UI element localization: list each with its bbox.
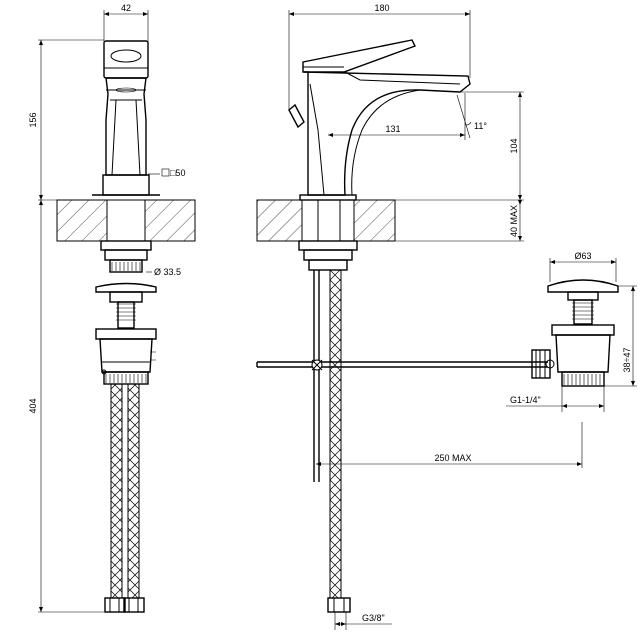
dim-thread-diameter: Ø 33.5 [154, 267, 181, 277]
front-view [38, 10, 196, 613]
dim-deck-thickness: 40 MAX [509, 205, 519, 237]
dim-waste-thread: G1-1/4" [510, 395, 541, 405]
dim-square-size: □50 [170, 168, 185, 178]
dim-front-height: 156 [28, 112, 38, 127]
side-view [256, 10, 583, 630]
dim-spout-reach: 131 [385, 124, 400, 134]
dim-below-deck-height: 404 [28, 398, 38, 413]
dim-waste-height: 38÷47 [622, 348, 632, 373]
dim-spout-height: 104 [509, 138, 519, 153]
dim-side-width: 180 [374, 3, 389, 13]
dim-rod-length: 250 MAX [434, 453, 471, 463]
dim-hose-thread: G3/8" [362, 613, 385, 623]
dim-waste-diameter: Ø63 [574, 251, 591, 261]
dim-front-width: 42 [121, 3, 131, 13]
dim-spout-angle: 11° [474, 121, 487, 131]
waste-detail [506, 258, 637, 412]
